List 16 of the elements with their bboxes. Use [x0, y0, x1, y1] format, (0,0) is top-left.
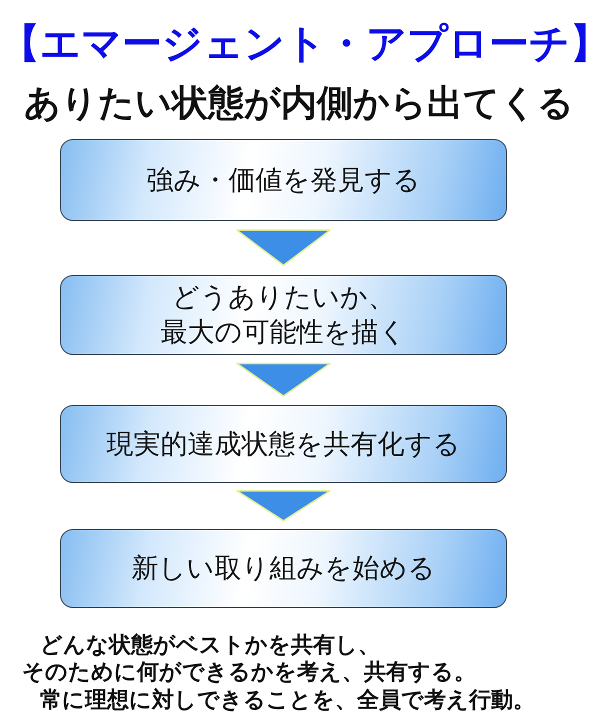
title: 【エマージェント・アプローチ】 — [0, 20, 598, 69]
arrow — [236, 490, 331, 522]
process-box — [60, 139, 507, 221]
arrow — [236, 362, 331, 397]
note-text: どんな状態がベストかを共有し、 — [40, 632, 380, 660]
note-text: 常に理想に対しできることを、全員で考え行動。 — [40, 687, 535, 715]
process-box — [60, 529, 507, 608]
note-text: そのために何ができるかを考え、共有する。 — [22, 659, 476, 687]
subtitle: ありたい状態が内側から出てくる — [23, 82, 575, 126]
step-text: 新しい取り組みを始める — [130, 552, 436, 586]
process-box — [60, 275, 507, 355]
step-text: 強み・価値を発見する — [146, 164, 422, 198]
process-box — [60, 405, 507, 483]
step-text: どうありたいか、最大の可能性を描く — [160, 281, 408, 350]
step-text: 現実的達成状態を共有化する — [106, 428, 462, 462]
arrow — [236, 229, 331, 266]
